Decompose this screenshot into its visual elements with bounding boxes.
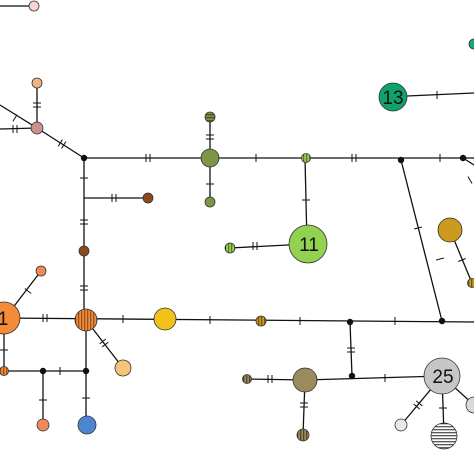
tick-mark (145, 154, 151, 162)
haplotype-node (394, 418, 408, 432)
haplotype-node (204, 111, 216, 123)
tick-mark (80, 285, 88, 291)
median-vector (459, 154, 467, 162)
tick-mark (42, 314, 48, 322)
tick-mark (12, 125, 18, 133)
haplotype-node (78, 245, 90, 257)
mutation-ticks (0, 91, 473, 410)
haplotype-node (74, 308, 98, 332)
haplotype-node (465, 396, 474, 414)
tick-mark (413, 400, 423, 410)
tick-mark (206, 134, 214, 140)
tick-mark (467, 176, 473, 184)
median-vectors (39, 154, 467, 380)
haplotype-node (296, 428, 310, 442)
tick-mark (351, 154, 357, 162)
haplotype-node (142, 192, 154, 204)
median-vector (438, 317, 446, 325)
haplotype-node (467, 278, 474, 288)
haplotype-node (288, 224, 328, 264)
haplotype-node (224, 242, 236, 254)
haplotype-node (153, 307, 177, 331)
tick-mark (413, 226, 423, 230)
tick-mark (458, 258, 466, 262)
edge (406, 92, 474, 97)
median-vector (348, 372, 356, 380)
median-vector (346, 318, 354, 326)
node-count-label: 13 (382, 88, 403, 109)
edge (400, 159, 443, 322)
median-vector (397, 156, 405, 164)
tick-mark (300, 402, 308, 408)
haplotype-node (423, 357, 461, 395)
haplotype-node (200, 148, 220, 168)
haplotype-node (255, 315, 267, 327)
edge (349, 321, 353, 377)
edge (0, 317, 474, 323)
haplotype-node (35, 265, 47, 277)
labeled-node-1: 1 (0, 301, 21, 335)
haplotype-node (0, 301, 21, 335)
tick-mark (435, 257, 445, 261)
labeled-node-25: 25 (423, 357, 461, 395)
haplotype-node (36, 418, 50, 432)
tick-mark (33, 102, 41, 108)
haplotype-node (301, 153, 311, 163)
edges (0, 5, 474, 436)
haplotype-node (430, 422, 458, 450)
haplotype-node (30, 121, 44, 135)
haplotype-node (378, 82, 408, 112)
tick-mark (12, 114, 18, 122)
node-count-label: 11 (299, 235, 319, 256)
haplotype-node (204, 196, 216, 208)
edge (304, 375, 443, 381)
edge (0, 104, 38, 129)
labeled-node-13: 13 (378, 82, 408, 112)
haplotype-node (31, 77, 43, 89)
haplotype-node (0, 366, 9, 376)
tick-mark (347, 347, 355, 353)
tick-mark (267, 375, 273, 383)
haplotype-nodes (0, 0, 474, 450)
haplotype-node (114, 359, 132, 377)
tick-mark (57, 139, 67, 149)
labeled-node-11: 11 (288, 224, 328, 264)
tick-mark (99, 338, 109, 348)
haplotype-node (437, 217, 463, 243)
haplotype-node (28, 0, 40, 12)
haplotype-node (468, 38, 474, 50)
haplotype-node (77, 415, 97, 435)
median-vector (39, 367, 47, 375)
haplotype-node (242, 374, 252, 384)
node-count-label: 1 (0, 309, 8, 330)
tick-mark (111, 194, 117, 202)
tick-mark (252, 242, 258, 250)
haplotype-node (292, 367, 318, 393)
node-count-label: 25 (432, 367, 453, 388)
tick-mark (80, 219, 88, 225)
median-vector (82, 367, 90, 375)
tick-mark (24, 288, 32, 294)
median-vector (80, 154, 88, 162)
